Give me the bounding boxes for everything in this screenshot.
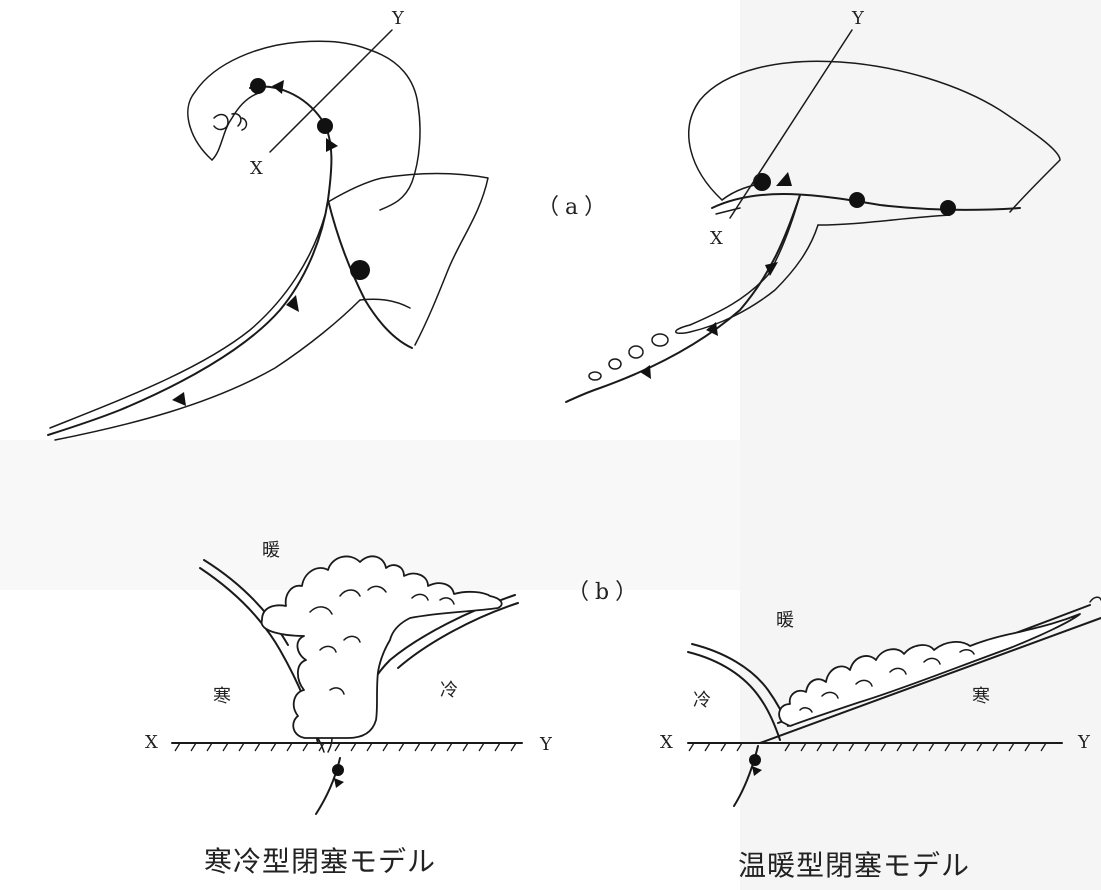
- right-section-y-label: Y: [1078, 734, 1090, 752]
- panel-b-label: （b）: [567, 582, 643, 604]
- left-section-y-label: Y: [540, 736, 552, 754]
- right-cool-air-label: 冷: [693, 692, 711, 710]
- warm-front-semicircle: [250, 78, 266, 94]
- right-map-x-label: X: [710, 230, 723, 248]
- warm-front-semicircle: [940, 200, 956, 216]
- right-cloud-map: [566, 30, 1060, 402]
- left-cool-air-label: 冷: [440, 682, 458, 700]
- right-edge-cloud: [1090, 597, 1101, 602]
- warm-type-occlusion-caption: 温暖型閉塞モデル: [738, 852, 970, 880]
- cold-front-triangle: [172, 392, 186, 406]
- left-warm-front: [328, 200, 412, 348]
- cold-front-triangle: [286, 295, 299, 312]
- cold-front-triangle: [752, 766, 762, 776]
- right-cold-air-label: 寒: [972, 688, 990, 706]
- left-cold-air-label: 寒: [213, 688, 231, 706]
- cumulus-cell: [629, 346, 643, 358]
- right-warm-air-label: 暖: [776, 612, 794, 630]
- left-section-x-label: X: [145, 734, 158, 752]
- right-cold-front-cloud-band: [676, 195, 818, 333]
- left-comma-cloud-outline: [188, 41, 420, 210]
- panel-a-label: （a）: [537, 197, 612, 219]
- left-occluded-front: [48, 87, 331, 435]
- left-cloud-map: [48, 30, 488, 440]
- warm-front-semicircle: [350, 260, 370, 280]
- warm-front-semicircle: [849, 192, 865, 208]
- right-frontal-surface-left-inner: [692, 644, 788, 726]
- left-comma-cloud-inner: [212, 92, 262, 160]
- warm-front-semicircle: [332, 764, 344, 776]
- cumulus-cell: [652, 334, 668, 346]
- warm-front-semicircle: [317, 118, 333, 134]
- left-cumulonimbus-cloud: [262, 556, 502, 738]
- left-map-x-label: X: [250, 160, 263, 178]
- left-map-y-label: Y: [392, 10, 404, 28]
- right-cloud-shield-outline: [689, 61, 1060, 212]
- right-cross-section-tick: [716, 208, 740, 214]
- cold-front-triangle: [272, 80, 284, 94]
- warm-front-semicircle: [749, 754, 761, 766]
- left-warm-air-label: 暖: [262, 542, 280, 560]
- warm-front-semicircle: [753, 173, 771, 191]
- right-cloud-band-edge: [818, 215, 950, 225]
- cold-front-triangle: [776, 172, 792, 186]
- left-cold-front-cloud-band: [50, 215, 360, 440]
- cold-type-occlusion-caption: 寒冷型閉塞モデル: [204, 848, 436, 876]
- right-ground-hatching: [689, 743, 1046, 751]
- right-stratiform-cloud: [779, 614, 1080, 726]
- cold-front-triangle: [640, 365, 651, 379]
- right-sloping-front-lower: [760, 618, 1101, 743]
- cumulus-cell: [589, 372, 601, 380]
- right-cross-section-line: [730, 30, 852, 218]
- cold-front-triangle: [334, 778, 344, 788]
- right-cross-section: [688, 597, 1101, 806]
- left-warm-sector-cloud: [328, 174, 488, 346]
- right-warm-front: [712, 194, 1020, 210]
- left-ground-hatching: [175, 743, 516, 751]
- right-section-x-label: X: [660, 734, 673, 752]
- cumulus-cell: [609, 359, 621, 369]
- right-map-y-label: Y: [852, 10, 864, 28]
